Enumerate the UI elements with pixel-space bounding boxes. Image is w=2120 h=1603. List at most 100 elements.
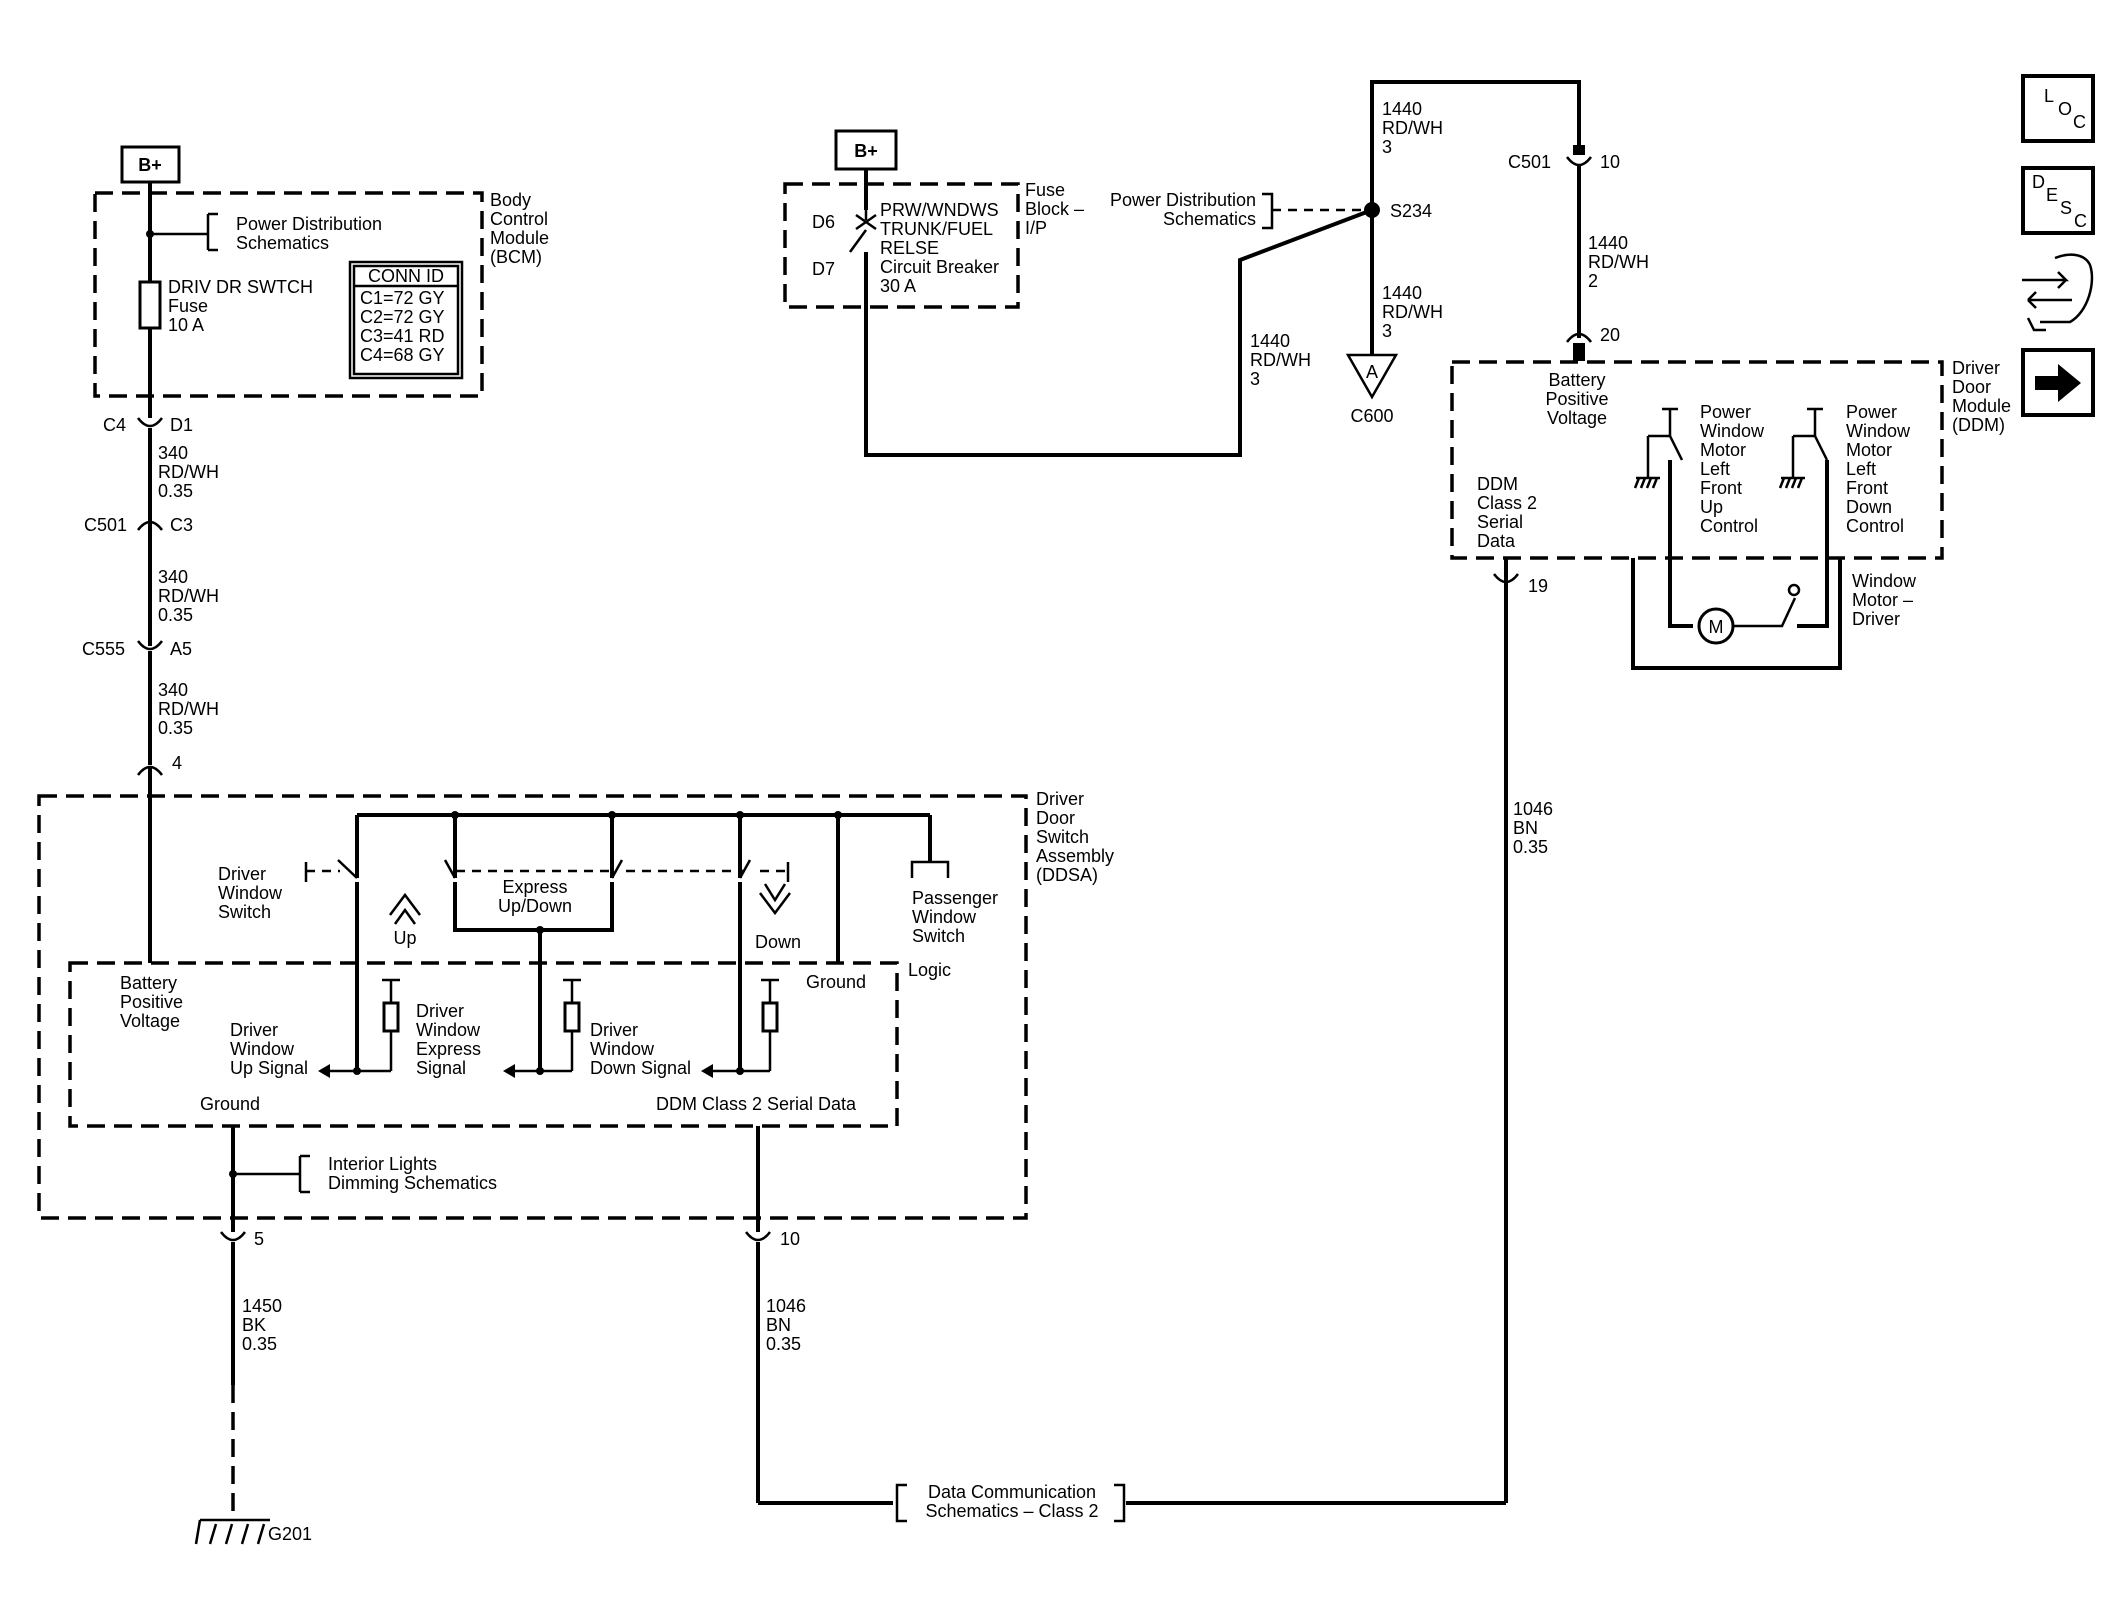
conn-id-table: CONN ID C1=72 GY C2=72 GY C3=41 RD C4=68… bbox=[348, 260, 464, 380]
svg-text:Block –: Block – bbox=[1025, 199, 1084, 219]
svg-text:Down Signal: Down Signal bbox=[590, 1058, 691, 1078]
svg-text:Left: Left bbox=[1700, 459, 1730, 479]
svg-text:TRUNK/FUEL: TRUNK/FUEL bbox=[880, 219, 993, 239]
svg-text:1440: 1440 bbox=[1250, 331, 1290, 351]
svg-text:G201: G201 bbox=[268, 1524, 312, 1544]
window-motor: M Window Motor – Driver bbox=[1697, 571, 1917, 645]
svg-text:1440: 1440 bbox=[1382, 99, 1422, 119]
desc-button[interactable]: D E S C bbox=[2021, 166, 2095, 235]
svg-text:Driver: Driver bbox=[1036, 789, 1084, 809]
svg-text:Positive: Positive bbox=[120, 992, 183, 1012]
connector-ddm-19: 19 bbox=[1493, 573, 1548, 596]
connector-c600: A C600 bbox=[1345, 353, 1399, 426]
bcm-name-3: (BCM) bbox=[490, 247, 542, 267]
pin-d6: D6 bbox=[812, 212, 835, 232]
connector-ddsa-10: 10 bbox=[745, 1229, 800, 1249]
svg-text:Power: Power bbox=[1846, 402, 1897, 422]
svg-text:Voltage: Voltage bbox=[1547, 408, 1607, 428]
connector-c501-top: C501 10 bbox=[1508, 145, 1620, 172]
svg-text:Motor: Motor bbox=[1846, 440, 1892, 460]
svg-text:Module: Module bbox=[1952, 396, 2011, 416]
svg-text:RD/WH: RD/WH bbox=[158, 699, 219, 719]
down-chevron-icon: Down bbox=[755, 883, 801, 952]
svg-text:E: E bbox=[2046, 185, 2058, 205]
svg-text:4: 4 bbox=[172, 753, 182, 773]
connector-c501-c3: C501 C3 bbox=[84, 515, 193, 535]
bcm-name-1: Control bbox=[490, 209, 548, 229]
svg-text:Dimming Schematics: Dimming Schematics bbox=[328, 1173, 497, 1193]
svg-text:1440: 1440 bbox=[1588, 233, 1628, 253]
svg-text:D: D bbox=[2032, 172, 2045, 192]
up-chevron-icon: Up bbox=[389, 892, 421, 948]
bcm-name-2: Module bbox=[490, 228, 549, 248]
svg-text:RD/WH: RD/WH bbox=[1250, 350, 1311, 370]
svg-text:Driver: Driver bbox=[230, 1020, 278, 1040]
svg-text:Power: Power bbox=[1700, 402, 1751, 422]
wire-1046-left: 1046 BN 0.35 bbox=[766, 1296, 806, 1354]
splice-s234: S234 bbox=[1390, 201, 1432, 221]
svg-text:(DDSA): (DDSA) bbox=[1036, 865, 1098, 885]
svg-text:Switch: Switch bbox=[218, 902, 271, 922]
svg-text:Circuit Breaker: Circuit Breaker bbox=[880, 257, 999, 277]
data-communication-ref[interactable]: Data Communication Schematics – Class 2 bbox=[895, 1482, 1126, 1523]
svg-text:Fuse: Fuse bbox=[1025, 180, 1065, 200]
ddsa-serial-label: DDM Class 2 Serial Data bbox=[656, 1094, 857, 1114]
loc-button[interactable]: L O C bbox=[2021, 74, 2095, 143]
wire-1440-top: 1440 RD/WH 3 bbox=[1382, 99, 1443, 157]
svg-text:Assembly: Assembly bbox=[1036, 846, 1114, 866]
bcm-module: Body Control Module (BCM) bbox=[93, 190, 549, 398]
svg-text:C4: C4 bbox=[103, 415, 126, 435]
svg-text:RD/WH: RD/WH bbox=[158, 462, 219, 482]
svg-text:Positive: Positive bbox=[1545, 389, 1608, 409]
express-up-down-label: Express Up/Down bbox=[498, 877, 572, 916]
svg-text:C600: C600 bbox=[1350, 406, 1393, 426]
svg-text:BK: BK bbox=[242, 1315, 266, 1335]
svg-text:0.35: 0.35 bbox=[766, 1334, 801, 1354]
svg-text:PRW/WNDWS: PRW/WNDWS bbox=[880, 200, 999, 220]
arrow-right-icon[interactable] bbox=[2021, 348, 2095, 417]
connector-ddsa-4: 4 bbox=[137, 753, 182, 776]
svg-text:Front: Front bbox=[1700, 478, 1742, 498]
svg-text:Express: Express bbox=[502, 877, 567, 897]
fuse-power-ref[interactable]: Power Distribution Schematics bbox=[1110, 190, 1256, 229]
svg-text:Up: Up bbox=[393, 928, 416, 948]
svg-text:1450: 1450 bbox=[242, 1296, 282, 1316]
svg-text:B+: B+ bbox=[854, 141, 878, 161]
svg-text:340: 340 bbox=[158, 567, 188, 587]
bplus-source-left: B+ bbox=[120, 145, 181, 184]
wire-1046-right: 1046 BN 0.35 bbox=[1513, 799, 1553, 857]
ddm-module: Driver Door Module (DDM) bbox=[1450, 358, 2011, 560]
driver-window-switch-label: Driver Window Switch bbox=[218, 864, 283, 922]
svg-text:BN: BN bbox=[766, 1315, 791, 1335]
svg-text:Up: Up bbox=[1700, 497, 1723, 517]
svg-text:5: 5 bbox=[254, 1229, 264, 1249]
svg-text:C3=41 RD: C3=41 RD bbox=[360, 326, 445, 346]
svg-text:Motor: Motor bbox=[1700, 440, 1746, 460]
ddm-bpv-label: Battery Positive Voltage bbox=[1545, 370, 1608, 428]
ddsa-logic-label: Logic bbox=[908, 960, 951, 980]
connector-icon[interactable] bbox=[2022, 253, 2094, 332]
svg-text:Door: Door bbox=[1952, 377, 1991, 397]
bcm-power-ref[interactable]: Power Distribution Schematics bbox=[236, 214, 382, 253]
connector-ddm-20: 20 bbox=[1566, 325, 1620, 361]
wire-1450: 1450 BK 0.35 bbox=[242, 1296, 282, 1354]
ddsa-assembly: Driver Door Switch Assembly (DDSA) bbox=[37, 789, 1114, 1220]
svg-text:C3: C3 bbox=[170, 515, 193, 535]
svg-text:3: 3 bbox=[1250, 369, 1260, 389]
ddm-serial-label: DDM Class 2 Serial Data bbox=[1477, 474, 1537, 551]
wire-1440-ddm: 1440 RD/WH 2 bbox=[1588, 233, 1649, 291]
passenger-window-switch: Passenger Window Switch bbox=[912, 888, 998, 946]
svg-text:C: C bbox=[2074, 211, 2087, 231]
svg-text:340: 340 bbox=[158, 443, 188, 463]
ddsa-bpv-label: Battery Positive Voltage bbox=[120, 973, 183, 1031]
wire-1440-low: 1440 RD/WH 3 bbox=[1250, 331, 1311, 389]
svg-text:I/P: I/P bbox=[1025, 218, 1047, 238]
svg-text:0.35: 0.35 bbox=[158, 718, 193, 738]
wire-340-b: 340 RD/WH 0.35 bbox=[158, 567, 219, 625]
svg-text:Driver: Driver bbox=[1952, 358, 2000, 378]
svg-text:RD/WH: RD/WH bbox=[1588, 252, 1649, 272]
interior-lights-ref[interactable]: Interior Lights Dimming Schematics bbox=[328, 1154, 497, 1193]
svg-text:Battery: Battery bbox=[1548, 370, 1605, 390]
svg-text:CONN ID: CONN ID bbox=[368, 266, 444, 286]
svg-text:C501: C501 bbox=[1508, 152, 1551, 172]
